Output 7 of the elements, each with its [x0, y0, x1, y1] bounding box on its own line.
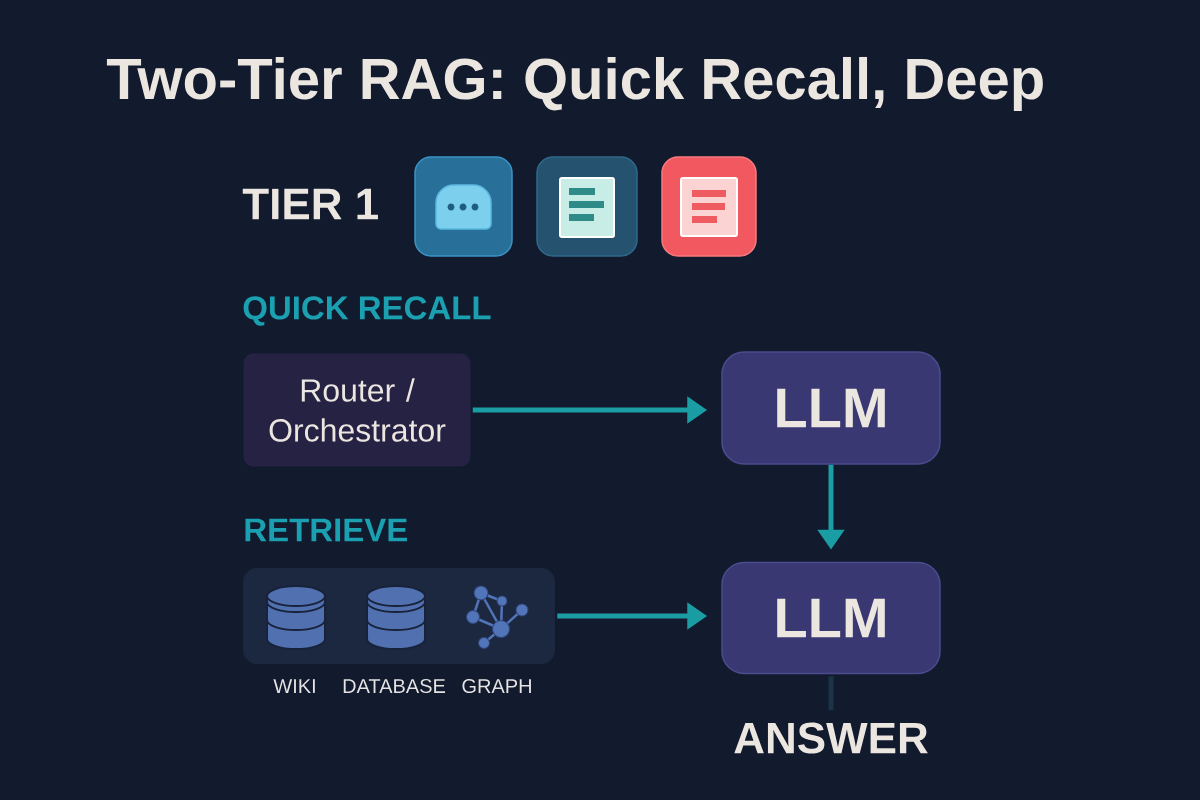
model-box: LLM — [721, 351, 941, 465]
process-box: Router / Orchestrator — [243, 353, 471, 467]
model-box: LLM — [721, 561, 941, 675]
tier-heading: TIER 1 — [242, 188, 378, 220]
section-heading: RETRIEVE — [245, 518, 407, 542]
output-label: ANSWER — [734, 722, 928, 754]
title: Two-Tier RAG: Quick Recall, Deep — [106, 56, 1043, 112]
